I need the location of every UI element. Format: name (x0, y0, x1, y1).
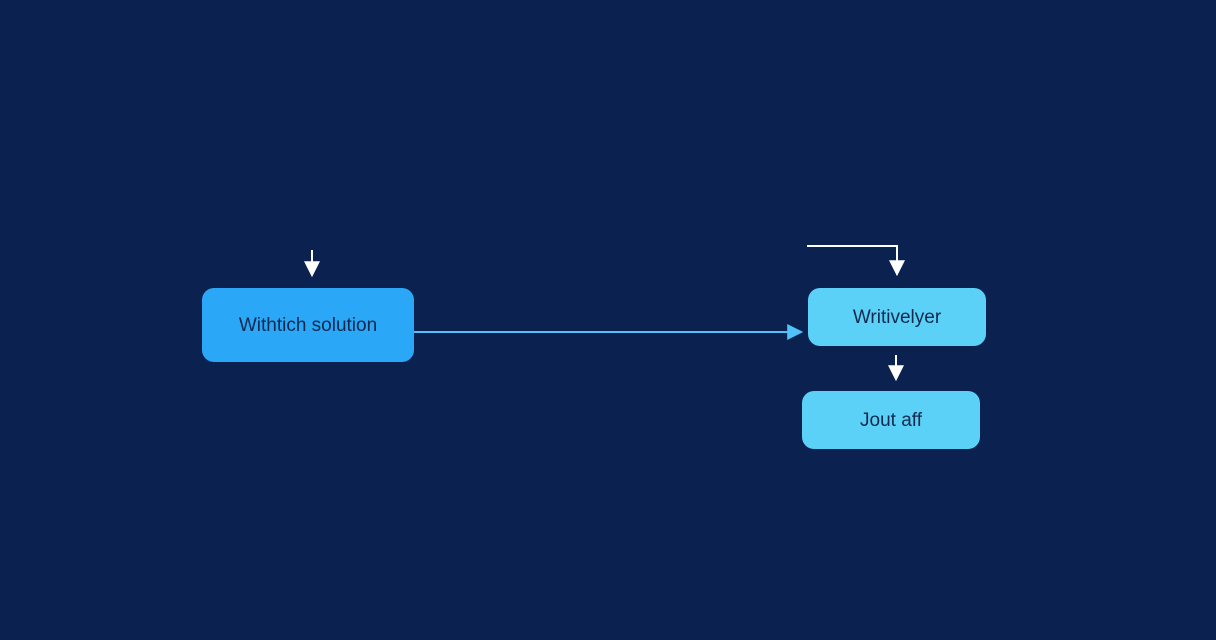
input-arrow-top-right (807, 245, 905, 277)
source-node-label: Withtich solution (238, 314, 378, 336)
top-right-node[interactable]: Writivelyer (808, 288, 986, 346)
top-right-node-label: Writivelyer (852, 306, 942, 328)
bottom-right-node[interactable]: Jout aff (802, 391, 980, 449)
bottom-right-node-label: Jout aff (860, 409, 922, 431)
source-node[interactable]: Withtich solution (202, 288, 414, 362)
